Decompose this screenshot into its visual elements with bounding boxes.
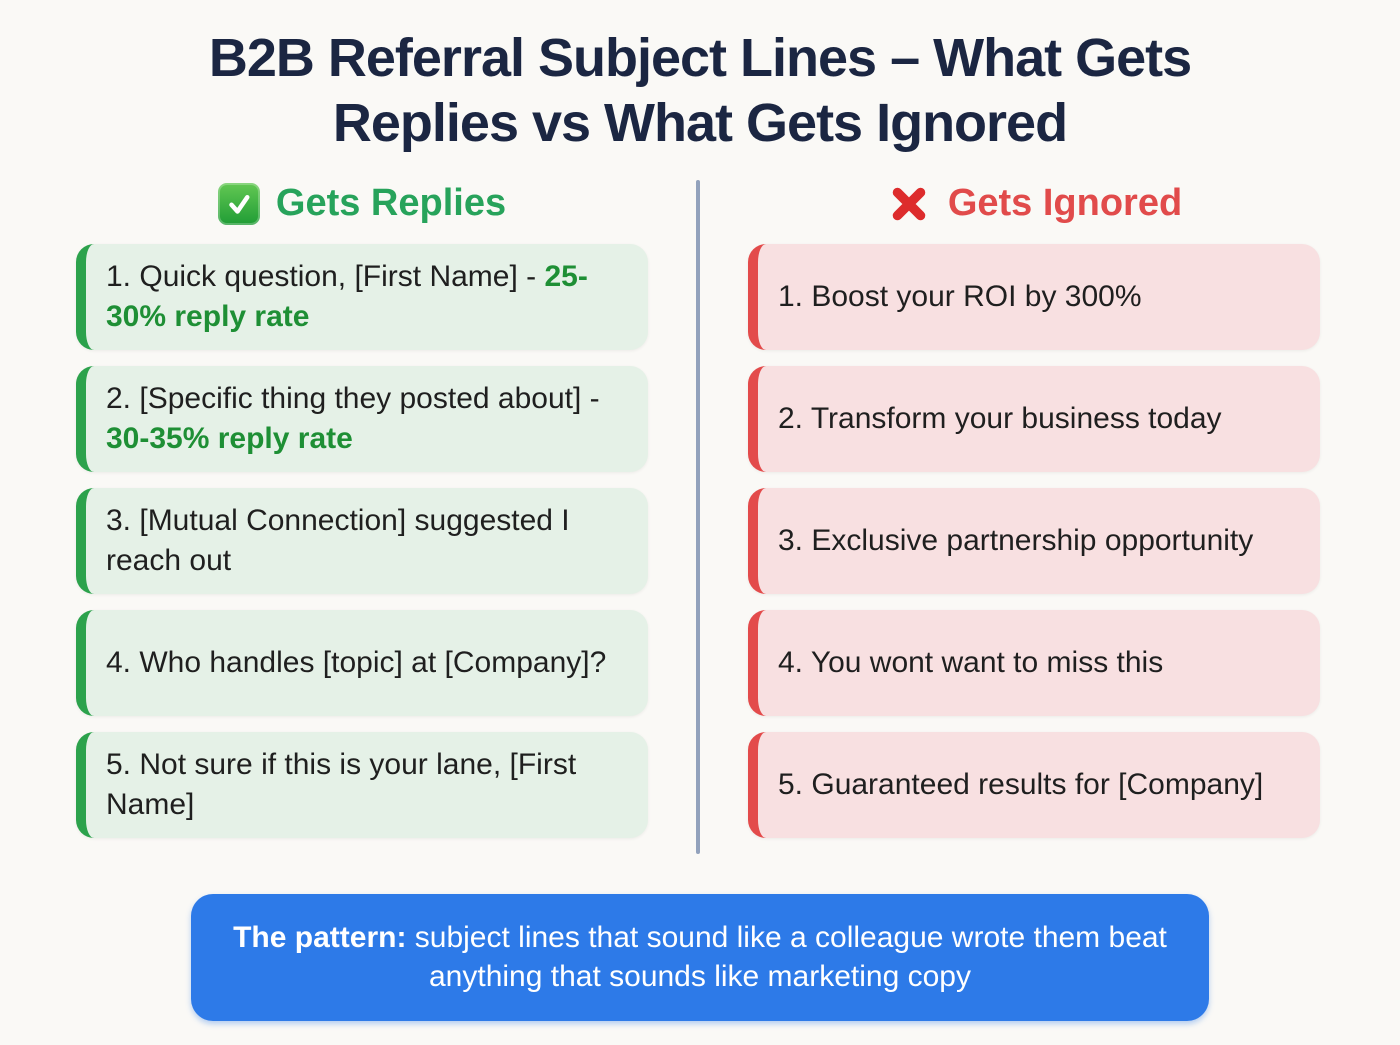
reply-item-3-text: 3. [Mutual Connection] suggested I reach… (106, 504, 570, 577)
column-gets-ignored: Gets Ignored 1. Boost your ROI by 300% 2… (748, 178, 1320, 854)
reply-rate-highlight: 30-35% reply rate (106, 421, 353, 455)
column-gets-replies: Gets Replies 1. Quick question, [First N… (76, 178, 648, 854)
red-cross-icon (886, 181, 932, 227)
reply-item-5: 5. Not sure if this is your lane, [First… (76, 731, 648, 838)
ignored-item-2-text: 2. Transform your business today (778, 401, 1222, 435)
pattern-summary-text: subject lines that sound like a colleagu… (406, 920, 1167, 994)
gets-ignored-header-label: Gets Ignored (947, 182, 1183, 225)
ignored-item-4-text: 4. You wont want to miss this (778, 645, 1164, 679)
ignored-item-5: 5. Guaranteed results for [Company] (748, 731, 1320, 838)
pattern-summary-lead: The pattern: (233, 920, 407, 954)
reply-item-3: 3. [Mutual Connection] suggested I reach… (76, 487, 648, 594)
ignored-item-5-text: 5. Guaranteed results for [Company] (778, 767, 1264, 801)
gets-ignored-header: Gets Ignored (748, 178, 1320, 230)
reply-rate-highlight: 25-30% reply rate (106, 260, 588, 333)
comparison-columns: Gets Replies 1. Quick question, [First N… (76, 178, 1325, 854)
reply-item-4: 4. Who handles [topic] at [Company]? (76, 609, 648, 716)
green-check-icon (217, 182, 260, 225)
gets-replies-header: Gets Replies (76, 178, 648, 230)
reply-item-2-text: 2. [Specific thing they posted about] - … (106, 382, 600, 455)
ignored-item-2: 2. Transform your business today (748, 365, 1320, 472)
reply-item-5-text: 5. Not sure if this is your lane, [First… (106, 748, 577, 821)
reply-item-2: 2. [Specific thing they posted about] - … (76, 365, 648, 472)
reply-item-1-text: 1. Quick question, [First Name] - 25-30%… (106, 260, 588, 333)
ignored-item-1-text: 1. Boost your ROI by 300% (778, 279, 1142, 313)
ignored-item-4: 4. You wont want to miss this (748, 609, 1320, 716)
column-divider (696, 179, 700, 854)
reply-item-4-text: 4. Who handles [topic] at [Company]? (106, 645, 607, 679)
gets-replies-header-label: Gets Replies (275, 182, 507, 225)
page-title: B2B Referral Subject Lines – What Gets R… (208, 28, 1192, 153)
ignored-item-1: 1. Boost your ROI by 300% (748, 243, 1320, 350)
reply-item-1: 1. Quick question, [First Name] - 25-30%… (76, 243, 648, 350)
ignored-item-3-text: 3. Exclusive partnership opportunity (778, 523, 1254, 557)
pattern-summary-banner: The pattern: subject lines that sound li… (191, 893, 1209, 1021)
ignored-item-3: 3. Exclusive partnership opportunity (748, 487, 1320, 594)
